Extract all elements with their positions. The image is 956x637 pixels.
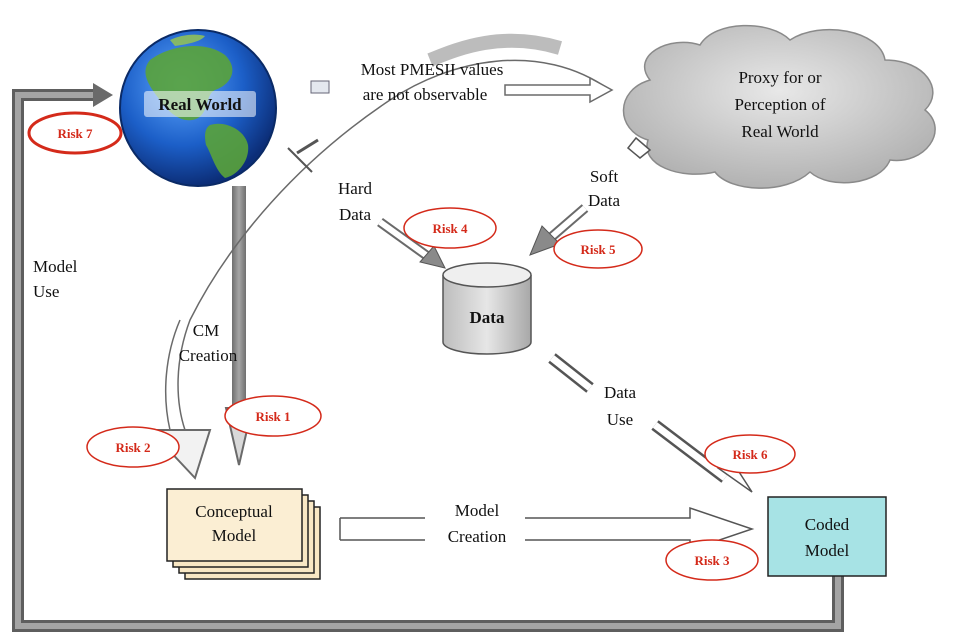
proxy-label-line3: Real World bbox=[741, 122, 819, 141]
risk-2-label: Risk 2 bbox=[115, 440, 150, 455]
risk-6-label: Risk 6 bbox=[732, 447, 768, 462]
risk-4-label: Risk 4 bbox=[432, 221, 468, 236]
cm-creation-label-line2: Creation bbox=[179, 346, 238, 365]
risk-2: Risk 2 bbox=[86, 426, 180, 468]
document-stack-icon bbox=[166, 488, 303, 562]
cloud-icon bbox=[622, 24, 936, 189]
risk-4: Risk 4 bbox=[403, 207, 497, 249]
risk-3: Risk 3 bbox=[665, 539, 759, 581]
risk-6: Risk 6 bbox=[704, 434, 796, 474]
coded-model-line1: Coded bbox=[805, 515, 850, 534]
soft-data-arrow bbox=[529, 136, 652, 256]
model-use-label-line1: Model bbox=[33, 257, 78, 276]
hard-data-label-line2: Data bbox=[339, 205, 372, 224]
risk-1: Risk 1 bbox=[224, 395, 322, 437]
pmesii-label-line1: Most PMESII values bbox=[361, 60, 504, 79]
data-node: Data bbox=[442, 262, 532, 355]
soft-data-label-line2: Data bbox=[588, 191, 621, 210]
conceptual-model-line2: Model bbox=[212, 526, 257, 545]
hard-data-arrow bbox=[377, 217, 446, 269]
conceptual-model-node: Conceptual Model bbox=[166, 488, 321, 580]
data-label: Data bbox=[470, 308, 505, 327]
pmesii-arrow bbox=[504, 76, 614, 104]
conceptual-model-line1: Conceptual bbox=[195, 502, 273, 521]
risk-1-label: Risk 1 bbox=[255, 409, 290, 424]
hard-data-label-line1: Hard bbox=[338, 179, 372, 198]
proxy-cloud-node: Proxy for or Perception of Real World bbox=[622, 24, 936, 189]
model-use-label-line2: Use bbox=[33, 282, 59, 301]
proxy-label-line1: Proxy for or bbox=[738, 68, 821, 87]
soft-data-label-line1: Soft bbox=[590, 167, 619, 186]
real-world-label: Real World bbox=[158, 95, 242, 114]
risk-7-label: Risk 7 bbox=[57, 126, 93, 141]
risk-7: Risk 7 bbox=[27, 111, 123, 155]
risk-5-label: Risk 5 bbox=[580, 242, 616, 257]
hard-data-link bbox=[287, 138, 319, 173]
model-creation-label-line2: Creation bbox=[448, 527, 507, 546]
model-use-arrowhead bbox=[93, 83, 113, 107]
risk-3-label: Risk 3 bbox=[694, 553, 730, 568]
real-world-node: Real World bbox=[119, 29, 277, 187]
data-use-label-line1: Data bbox=[604, 383, 637, 402]
cm-creation-label-line1: CM bbox=[193, 321, 219, 340]
coded-model-line2: Model bbox=[805, 541, 850, 560]
coded-model-node: Coded Model bbox=[767, 496, 887, 577]
pmesii-label-line2: are not observable bbox=[363, 85, 488, 104]
model-creation-label-line1: Model bbox=[455, 501, 500, 520]
model-use-loop bbox=[12, 83, 844, 632]
data-use-arrow bbox=[548, 353, 753, 493]
proxy-label-line2: Perception of bbox=[734, 95, 825, 114]
database-icon bbox=[442, 262, 532, 288]
risk-5: Risk 5 bbox=[553, 229, 643, 269]
pmesii-marker-icon bbox=[310, 80, 330, 94]
data-use-label-line2: Use bbox=[607, 410, 633, 429]
model-creation-arrow bbox=[339, 506, 755, 552]
